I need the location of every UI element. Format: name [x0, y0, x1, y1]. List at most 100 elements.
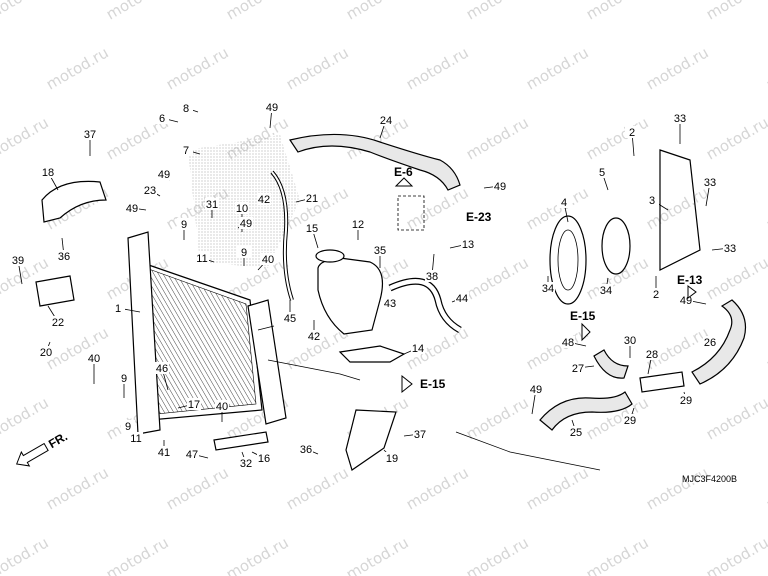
watermark-text: motod.ru [763, 43, 768, 93]
callout-bg [461, 238, 475, 250]
watermark-text: motod.ru [0, 113, 52, 163]
bracket-22 [35, 275, 75, 307]
callout-bg [257, 452, 271, 464]
callout-34: 34 [541, 276, 555, 295]
callout-23: 23 [143, 184, 161, 197]
callout-number: 9 [181, 219, 187, 231]
watermark-text: motod.ru [403, 43, 472, 93]
watermark-text: motod.ru [523, 463, 592, 513]
callout-number: 22 [52, 317, 64, 329]
direction-label: FR. [46, 429, 70, 451]
callout-18: 18 [41, 166, 59, 191]
callout-29: 29 [679, 391, 693, 407]
callout-33: 33 [711, 242, 737, 255]
section-ref-label: E-15 [570, 309, 596, 323]
callout-bg [205, 198, 219, 210]
section-ref-e6: E-6 [394, 165, 414, 187]
watermark-text: motod.ru [583, 0, 652, 23]
callout-45: 45 [283, 300, 297, 325]
callout-bg [239, 217, 253, 229]
watermark-text: motod.ru [0, 0, 52, 23]
callout-number: 32 [240, 458, 252, 470]
callout-number: 33 [724, 243, 736, 255]
callout-bg [373, 244, 387, 256]
callout-19: 19 [383, 449, 399, 465]
callout-bg [623, 414, 637, 426]
watermark-text: motod.ru [523, 43, 592, 93]
callout-bg [351, 218, 365, 230]
watermark-text: motod.ru [583, 533, 652, 576]
callout-bg [121, 420, 135, 432]
callout-36: 36 [57, 237, 71, 263]
section-ref-e15-right: E-15 [570, 309, 596, 342]
section-ref-label: E-13 [677, 273, 703, 287]
callout-bg [383, 297, 397, 309]
callout-number: 29 [680, 395, 692, 407]
callout-number: 48 [562, 337, 574, 349]
watermark-text: motod.ru [643, 463, 712, 513]
callout-3: 3 [645, 194, 669, 211]
callout-9: 9 [117, 372, 131, 398]
callout-number: 27 [572, 363, 584, 375]
radiator-core [127, 135, 300, 435]
section-ref-e15-center: E-15 [401, 374, 446, 394]
watermark-text: motod.ru [163, 463, 232, 513]
watermark-text: motod.ru [0, 393, 52, 443]
callout-number: 19 [386, 453, 398, 465]
watermark-text: motod.ru [283, 43, 352, 93]
callout-number: 5 [599, 167, 605, 179]
callout-40: 40 [87, 352, 101, 384]
callout-39: 39 [11, 254, 25, 285]
watermark-text: motod.ru [343, 0, 412, 23]
callout-bg [625, 126, 639, 138]
bracket-32 [213, 431, 269, 451]
watermark-text: motod.ru [763, 323, 768, 373]
reserve-tank [315, 249, 383, 335]
hose-21 [270, 170, 294, 301]
callout-number: 49 [266, 102, 278, 114]
callout-42: 42 [307, 320, 321, 343]
watermark-text: motod.ru [463, 253, 532, 303]
section-ref-e13: E-13 [677, 273, 703, 299]
callout-30: 30 [623, 334, 637, 358]
callout-bg [257, 193, 271, 205]
callout-14: 14 [403, 342, 425, 355]
callout-bg [261, 253, 275, 265]
callout-bg [385, 452, 399, 464]
callout-9: 9 [177, 218, 191, 240]
watermark-text: motod.ru [643, 43, 712, 93]
callout-49: 49 [237, 217, 253, 230]
callout-bg [179, 144, 193, 156]
callout-11: 11 [129, 432, 143, 445]
callout-36: 36 [299, 443, 319, 456]
watermark-text: motod.ru [103, 0, 172, 23]
callout-bg [185, 448, 199, 460]
callout-number: 9 [125, 421, 131, 433]
callout-46: 46 [155, 362, 169, 391]
callout-number: 7 [183, 145, 189, 157]
watermark-text: motod.ru [403, 183, 472, 233]
callout-number: 49 [158, 169, 170, 181]
bracket-18 [41, 180, 107, 223]
watermark-text: motod.ru [223, 533, 292, 576]
watermark-text: motod.ru [463, 393, 532, 443]
callout-bg [235, 202, 249, 214]
callout-number: 3 [649, 195, 655, 207]
hose-27 [593, 349, 629, 379]
callout-number: 17 [188, 399, 200, 411]
callout-bg [703, 176, 717, 188]
callout-number: 21 [306, 193, 318, 205]
callout-bg [51, 316, 65, 328]
callout-12: 12 [351, 218, 365, 240]
callout-bg [561, 336, 575, 348]
callout-number: 28 [646, 349, 658, 361]
callout-49: 49 [679, 294, 707, 307]
hose-44 [388, 277, 462, 334]
callout-bg [265, 101, 279, 113]
front-direction-marker: FR. [15, 429, 70, 467]
bracket-14 [338, 345, 406, 363]
callout-number: 41 [158, 447, 170, 459]
callout-43: 43 [383, 297, 397, 310]
callout-number: 29 [624, 415, 636, 427]
callout-49: 49 [157, 168, 171, 181]
